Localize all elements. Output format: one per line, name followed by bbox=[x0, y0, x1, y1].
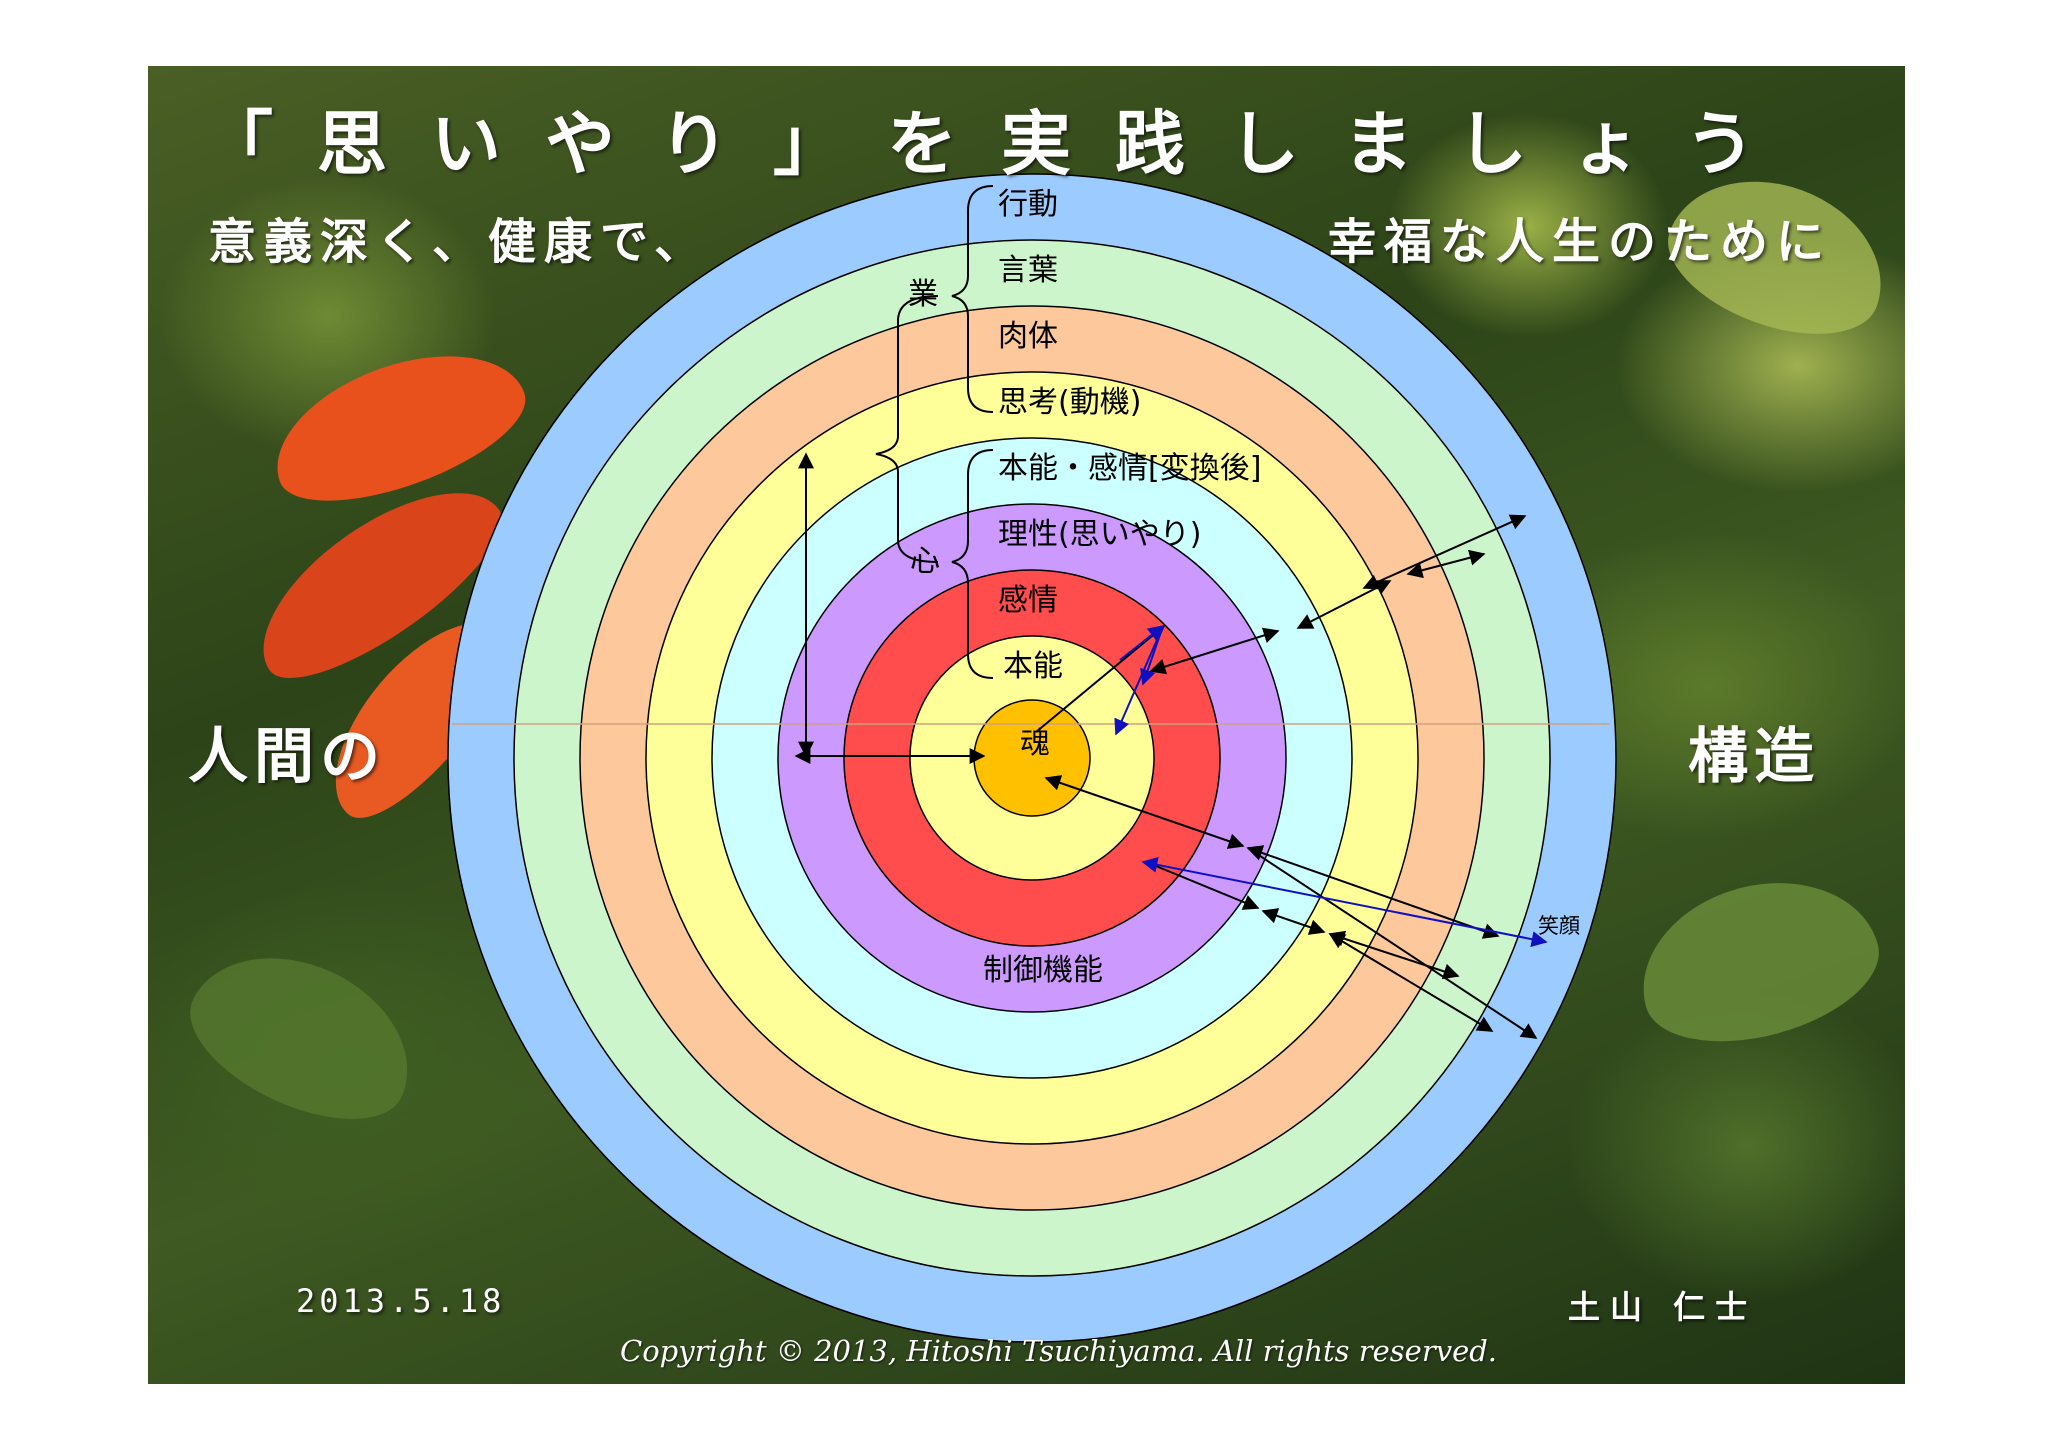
brace-outer bbox=[875, 295, 939, 563]
label-karma: 業 bbox=[908, 277, 938, 312]
label-reason: 理性(思いやり) bbox=[998, 517, 1201, 552]
author-name: 土山 仁士 bbox=[1568, 1288, 1758, 1326]
copyright-notice: Copyright © 2013, Hitoshi Tsuchiyama. Al… bbox=[620, 1334, 1498, 1368]
label-control-function: 制御機能 bbox=[983, 953, 1103, 988]
side-caption-right: 構造 bbox=[1688, 722, 1820, 792]
label-thought: 思考(動機) bbox=[998, 385, 1141, 420]
label-instinct: 本能 bbox=[1003, 649, 1063, 684]
label-emotion: 感情 bbox=[998, 583, 1058, 618]
brace-heart bbox=[951, 449, 994, 679]
label-body: 肉体 bbox=[998, 319, 1058, 354]
label-words: 言葉 bbox=[998, 253, 1058, 288]
page-title: 「思いやり」を実践しましょう bbox=[203, 102, 1799, 185]
arrows-blue bbox=[1114, 625, 1548, 948]
label-instinct-emotion-converted: 本能・感情[変換後] bbox=[998, 451, 1261, 486]
label-heart: 心 bbox=[910, 544, 940, 579]
subtitle-right: 幸福な人生のために bbox=[1328, 214, 1833, 270]
brace-karma bbox=[951, 185, 994, 413]
slide-background: 行動 言葉 肉体 思考(動機) 本能・感情[変換後] 理性(思いやり) 感情 本… bbox=[148, 66, 1905, 1384]
label-soul: 魂 bbox=[1020, 726, 1050, 761]
label-smile: 笑顔 bbox=[1538, 914, 1580, 938]
date-label: 2013.5.18 bbox=[296, 1282, 506, 1320]
side-caption-left: 人間の bbox=[188, 722, 386, 792]
subtitle-left: 意義深く、健康で、 bbox=[208, 214, 711, 270]
human-structure-diagram: 行動 言葉 肉体 思考(動機) 本能・感情[変換後] 理性(思いやり) 感情 本… bbox=[447, 173, 1617, 1343]
label-action: 行動 bbox=[998, 187, 1058, 222]
